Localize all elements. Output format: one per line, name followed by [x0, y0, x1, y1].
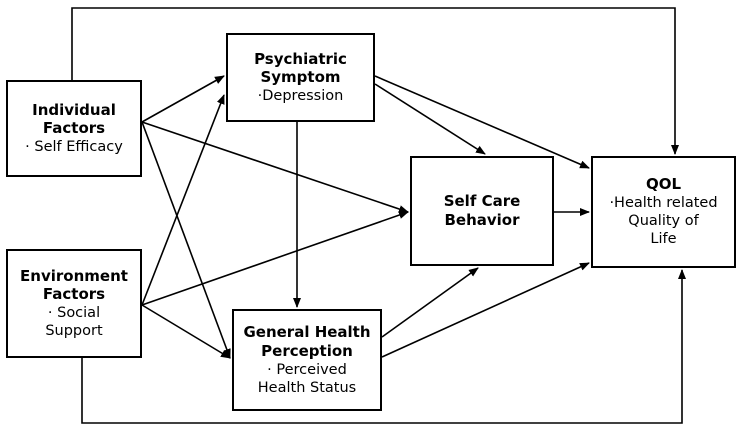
self-care-title-line1: Self Care: [443, 192, 521, 211]
individual-factors-item: · Self Efficacy: [25, 139, 123, 156]
general-health-item-line1: · Perceived: [267, 361, 347, 378]
arrow-individual-to-psychiatric: [141, 75, 225, 123]
arrow-general-health-to-qol: [381, 262, 590, 358]
qol-item-line2: Quality of: [628, 213, 699, 230]
individual-factors-title-line2: Factors: [42, 119, 106, 138]
arrow-individual-to-general-health: [141, 121, 231, 359]
arrow-environment-to-selfcare: [141, 211, 409, 306]
environment-factors-title-line2: Factors: [42, 285, 106, 304]
arrow-psychiatric-to-qol: [374, 75, 590, 169]
arrow-environment-to-psychiatric: [141, 94, 225, 306]
self-care-behavior-box: Self Care Behavior: [410, 156, 554, 266]
self-care-title-line2: Behavior: [444, 211, 520, 229]
arrow-environment-to-general-health: [141, 304, 231, 359]
general-health-perception-box: General Health Perception · Perceived He…: [232, 309, 382, 411]
arrow-environment-to-qol: [81, 269, 686, 424]
environment-factors-item-line2: Support: [45, 323, 103, 340]
psychiatric-symptom-item: ·Depression: [257, 88, 344, 105]
arrow-general-health-to-selfcare: [381, 267, 479, 338]
qol-title: QOL: [645, 175, 682, 194]
qol-box: QOL ·Health related Quality of Life: [591, 156, 736, 268]
arrow-psychiatric-to-selfcare: [374, 83, 486, 155]
general-health-item-line2: Health Status: [257, 379, 357, 396]
qol-item-line3: Life: [650, 231, 677, 248]
psychiatric-symptom-box: Psychiatric Symptom ·Depression: [226, 33, 375, 122]
individual-factors-box: Individual Factors · Self Efficacy: [6, 80, 142, 177]
arrow-individual-to-selfcare: [141, 121, 409, 213]
individual-factors-title-line1: Individual: [32, 100, 116, 119]
general-health-title-line2: Perception: [261, 341, 353, 360]
general-health-title-line1: General Health: [243, 323, 371, 342]
arrow-individual-to-qol: [71, 7, 679, 155]
environment-factors-title-line1: Environment: [20, 266, 128, 285]
environment-factors-box: Environment Factors · Social Support: [6, 249, 142, 358]
psychiatric-symptom-title-line2: Symptom: [260, 68, 341, 87]
qol-item-line1: ·Health related: [609, 195, 718, 212]
environment-factors-item-line1: · Social: [47, 305, 101, 322]
psychiatric-symptom-title-line1: Psychiatric: [254, 49, 347, 68]
